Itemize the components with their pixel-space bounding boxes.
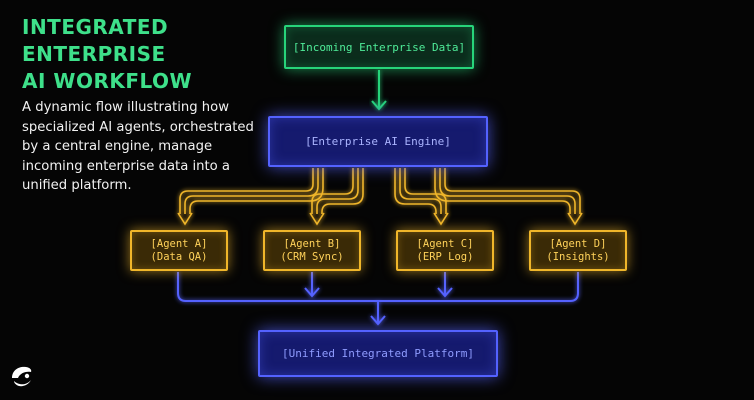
agent-b-role: (CRM Sync) <box>280 250 344 263</box>
agent-a-name: [Agent A] <box>150 237 208 250</box>
merge-to-platform-arrow <box>370 301 386 326</box>
description-text: A dynamic flow illustrating how speciali… <box>22 100 254 193</box>
agent-b-name: [Agent B] <box>283 237 341 250</box>
ai-engine-label: [Enterprise AI Engine] <box>305 135 451 148</box>
agent-b-down-arrow <box>304 272 320 298</box>
agents-merge-line <box>177 272 579 302</box>
leaf-swirl-logo-icon <box>12 366 32 387</box>
agent-c-node: [Agent C] (ERP Log) <box>396 230 494 271</box>
agent-c-name: [Agent C] <box>416 237 474 250</box>
unified-platform-label: [Unified Integrated Platform] <box>281 347 475 360</box>
agent-b-node: [Agent B] (CRM Sync) <box>263 230 361 271</box>
title-line-2: ENTERPRISE <box>22 42 166 66</box>
agent-d-node: [Agent D] (Insights) <box>529 230 627 271</box>
page-title: INTEGRATED ENTERPRISE AI WORKFLOW <box>22 14 192 95</box>
engine-to-agent-d-connector <box>434 168 583 226</box>
incoming-data-label: [Incoming Enterprise Data] <box>292 40 466 54</box>
agent-d-role: (Insights) <box>546 250 610 263</box>
title-line-1: INTEGRATED <box>22 15 169 39</box>
incoming-data-node: [Incoming Enterprise Data] <box>284 25 474 69</box>
ai-engine-node: [Enterprise AI Engine] <box>268 116 488 167</box>
agent-c-down-arrow <box>437 272 453 298</box>
engine-to-agent-c-connector <box>394 168 449 226</box>
agent-d-name: [Agent D] <box>549 237 607 250</box>
unified-platform-node: [Unified Integrated Platform] <box>258 330 498 377</box>
agent-a-role: (Data QA) <box>150 250 208 263</box>
agent-a-node: [Agent A] (Data QA) <box>130 230 228 271</box>
agent-c-role: (ERP Log) <box>416 250 474 263</box>
title-line-3: AI WORKFLOW <box>22 69 193 93</box>
input-to-engine-arrow <box>371 70 387 111</box>
engine-to-agent-b-connector <box>309 168 364 226</box>
